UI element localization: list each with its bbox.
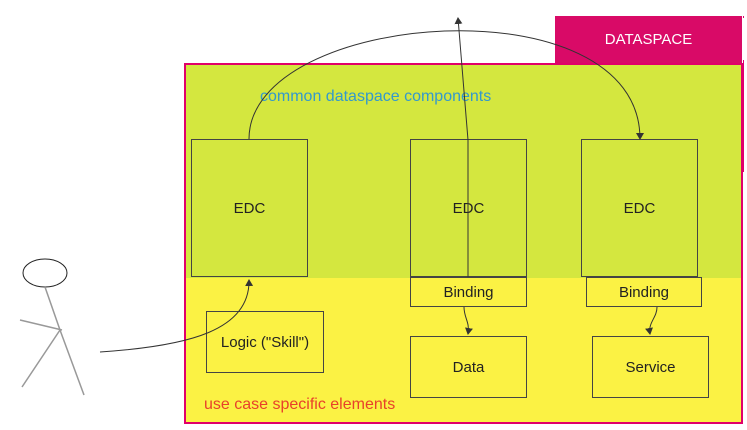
edge-mark xyxy=(743,60,744,172)
logic-skill-box: Logic ("Skill") xyxy=(206,311,324,373)
binding-to-data-arrow xyxy=(463,306,473,335)
data-box: Data xyxy=(410,336,527,398)
use-case-zone xyxy=(186,278,741,422)
dataspace-frame xyxy=(184,63,743,424)
common-components-label: common dataspace components xyxy=(260,88,492,105)
binding-box-service: Binding xyxy=(586,277,702,307)
edc-connector-3: EDC xyxy=(581,139,698,277)
edge-mark xyxy=(743,16,744,18)
edc-arc-connection xyxy=(248,30,644,140)
service-box: Service xyxy=(592,336,709,398)
binding-to-service-arrow xyxy=(645,306,658,335)
edc2-up-arrow xyxy=(454,17,469,277)
edc-connector-1: EDC xyxy=(191,139,308,277)
dataspace-tab: DATASPACE xyxy=(555,16,742,63)
person-icon xyxy=(19,258,85,396)
person-to-edc-arrow xyxy=(99,279,254,353)
use-case-label: use case specific elements xyxy=(204,396,396,413)
binding-box-data: Binding xyxy=(410,277,527,307)
